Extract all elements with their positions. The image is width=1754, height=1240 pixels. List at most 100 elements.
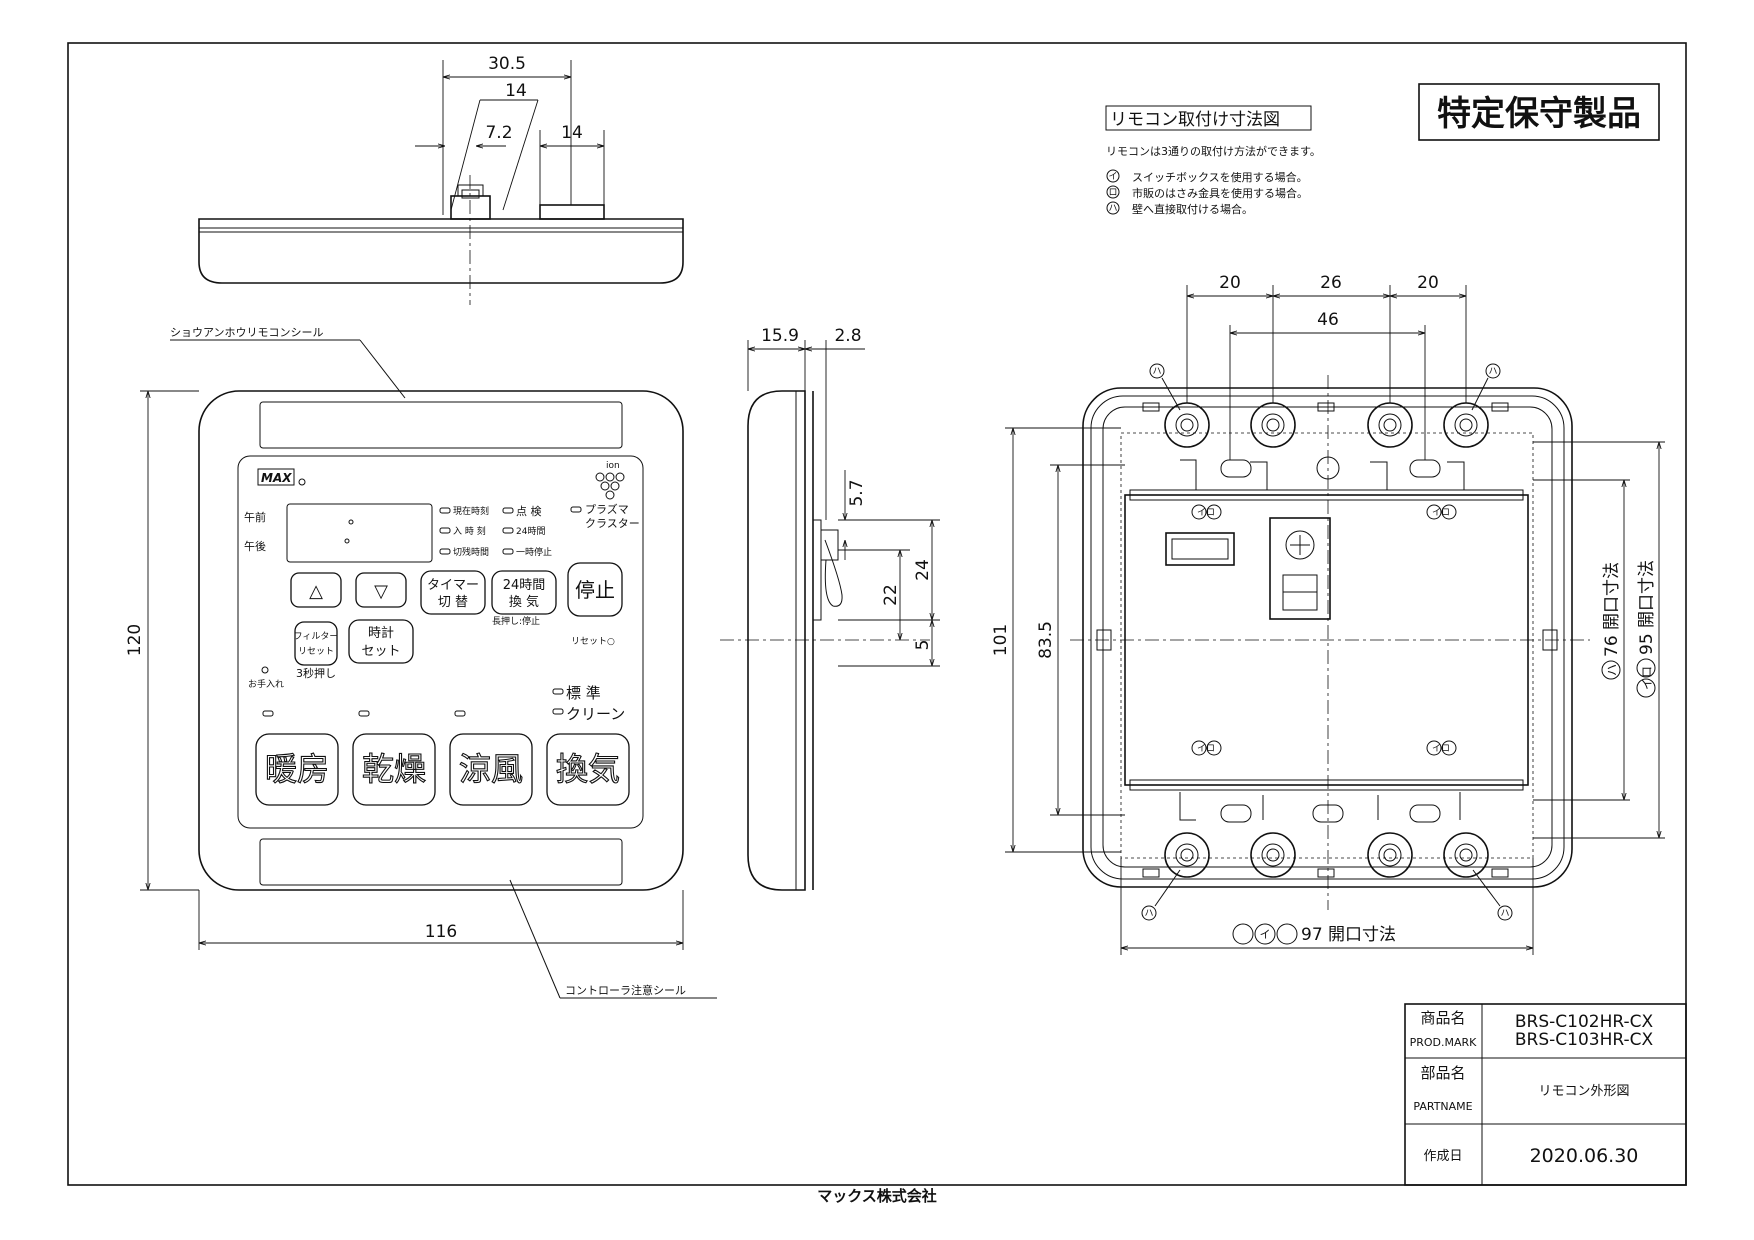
part-name-label: 部品名 [1420,1064,1465,1082]
heat-button-label: 暖房 [265,750,329,788]
ind-remaining: 切残時間 [453,546,489,558]
vent-button[interactable] [546,733,630,806]
down-button-label: ▽ [374,581,388,602]
plasma-label: プラズマ [585,502,629,516]
cool-button[interactable] [449,733,533,806]
dim-top-14b: 14 [561,123,583,143]
dim-top-14a: 14 [505,81,527,101]
h24-button-label-2: 換 気 [509,594,539,610]
dim-back-97: 97 開口寸法 [1301,925,1396,945]
callout-top-seal: ショウアンホウリモコンシール [170,326,406,399]
note-mark-3: ハ [1108,204,1117,214]
dim-back-46: 46 [1317,310,1339,330]
filter-reset-button[interactable] [294,621,338,666]
iro-mark-1: イロ [1197,508,1215,518]
dim-front-116: 116 [425,922,457,942]
long-press-label: 長押し:停止 [492,615,540,627]
back-dimensions: 20 26 20 46 101 83.5 ハ 76 開口寸法 イロ 95 開口寸… [991,273,1665,955]
timer-button-label-2: 切 替 [438,595,468,610]
drawing-frame [67,42,1687,1186]
dim-back-95: 95 開口寸法 [1637,560,1657,655]
part-name-label-en: PARTNAME [1413,1100,1472,1113]
company-name: マックス株式会社 [817,1187,937,1205]
heat-button[interactable] [255,733,339,806]
h24-button[interactable] [491,570,557,615]
dim-back-26: 26 [1320,273,1342,293]
callout-bottom-seal: コントローラ注意シール [509,879,717,999]
title-block: 商品名 PROD.MARK BRS-C102HR-CX BRS-C103HR-C… [1404,1003,1687,1186]
dim-top-7-2: 7.2 [485,123,512,143]
timer-button-label-1: タイマー [427,578,479,593]
dry-button[interactable] [352,733,436,806]
ind-on-time: 入 時 刻 [453,525,486,537]
note-text-3: 壁へ直接取付ける場合。 [1132,202,1253,216]
product-name-label: 商品名 [1420,1009,1465,1027]
dim-back-20b: 20 [1417,273,1439,293]
dim-side-22: 22 [881,584,901,606]
ind-now: 現在時刻 [453,505,489,517]
front-dimensions: 120 116 [125,390,684,950]
ha-mark-2: ハ [1488,367,1497,377]
top-view: 30.5 14 7.2 14 [198,54,684,305]
dim-side-5: 5 [913,640,933,651]
clock-label-2: セット [361,644,400,659]
plasma-cluster-icon [595,472,625,500]
notes-title: リモコン取付け寸法図 [1110,110,1280,130]
dim-back-20a: 20 [1219,273,1241,293]
ha-mark-1: ハ [1152,367,1161,377]
timer-button[interactable] [420,570,486,615]
ha-marks: ハ ハ ハ ハ [1141,363,1513,921]
note-text-2: 市販のはさみ金具を使用する場合。 [1132,186,1308,200]
bottom-seal-label: コントローラ注意シール [565,983,686,997]
ha-mark-4: ハ [1500,909,1509,919]
dim-side-2-8: 2.8 [834,326,861,346]
dim-back-76: 76 開口寸法 [1602,562,1622,657]
maintenance-stamp: 特定保守製品 [1418,83,1660,141]
part-name: リモコン外形図 [1538,1084,1629,1099]
mounting-notes: リモコン取付け寸法図 リモコンは3通りの取付け方法ができます。 イ スイッチボッ… [1105,105,1321,216]
stop-button[interactable] [567,562,623,617]
dim-back-101: 101 [991,624,1011,656]
back-view: イロ イロ イロ イロ ハ ハ ハ ハ [1070,363,1590,921]
dim-top-30-5: 30.5 [488,54,526,74]
standard-label: 標 準 [566,684,601,702]
h24-button-label-1: 24時間 [503,578,546,593]
product-name-label-en: PROD.MARK [1410,1036,1478,1049]
pm-label: 午後 [244,539,266,553]
dim-back-bottom-marks: イ [1260,928,1271,941]
clean-label: クリーン [566,705,625,723]
dim-front-120: 120 [125,624,145,656]
dim-back-iro-mark: イロ [1640,666,1654,690]
dim-side-5-7: 5.7 [847,479,867,506]
care-label: お手入れ [248,678,284,690]
ha-mark-3: ハ [1144,909,1153,919]
brand-logo: MAX [261,471,292,485]
ind-pause: 一時停止 [516,546,552,558]
ind-check: 点 検 [516,504,542,518]
filter-label-1: フィルター [294,631,339,642]
dim-back-ha-mark: ハ [1605,664,1619,676]
clock-set-button[interactable] [348,619,414,664]
filter-label-2: リセット [298,646,334,657]
top-seal-label: ショウアンホウリモコンシール [170,326,324,339]
iro-marks: イロ イロ イロ イロ [1191,504,1457,756]
dim-side-15-9: 15.9 [761,326,799,346]
stamp-text: 特定保守製品 [1437,94,1641,134]
date-label: 作成日 [1423,1149,1462,1164]
clock-label-1: 時計 [368,625,394,641]
note-mark-1: イ [1108,172,1117,182]
up-button[interactable] [290,572,342,608]
three-sec-label: 3秒押し [296,666,336,680]
iro-mark-3: イロ [1197,744,1215,754]
vent-button-label: 換気 [556,750,620,788]
note-text-1: スイッチボックスを使用する場合。 [1132,170,1308,184]
front-view: MAX ion プラズマ クラスター 午前 午後 現在時刻 入 時 刻 切残時間… [198,390,684,891]
dim-side-24: 24 [913,559,933,581]
iro-mark-4: イロ [1432,744,1450,754]
iro-mark-2: イロ [1432,508,1450,518]
dim-back-83-5: 83.5 [1036,621,1056,659]
reset-label: リセット○ [571,636,615,647]
date-value: 2020.06.30 [1530,1145,1639,1167]
down-button[interactable] [355,572,407,608]
